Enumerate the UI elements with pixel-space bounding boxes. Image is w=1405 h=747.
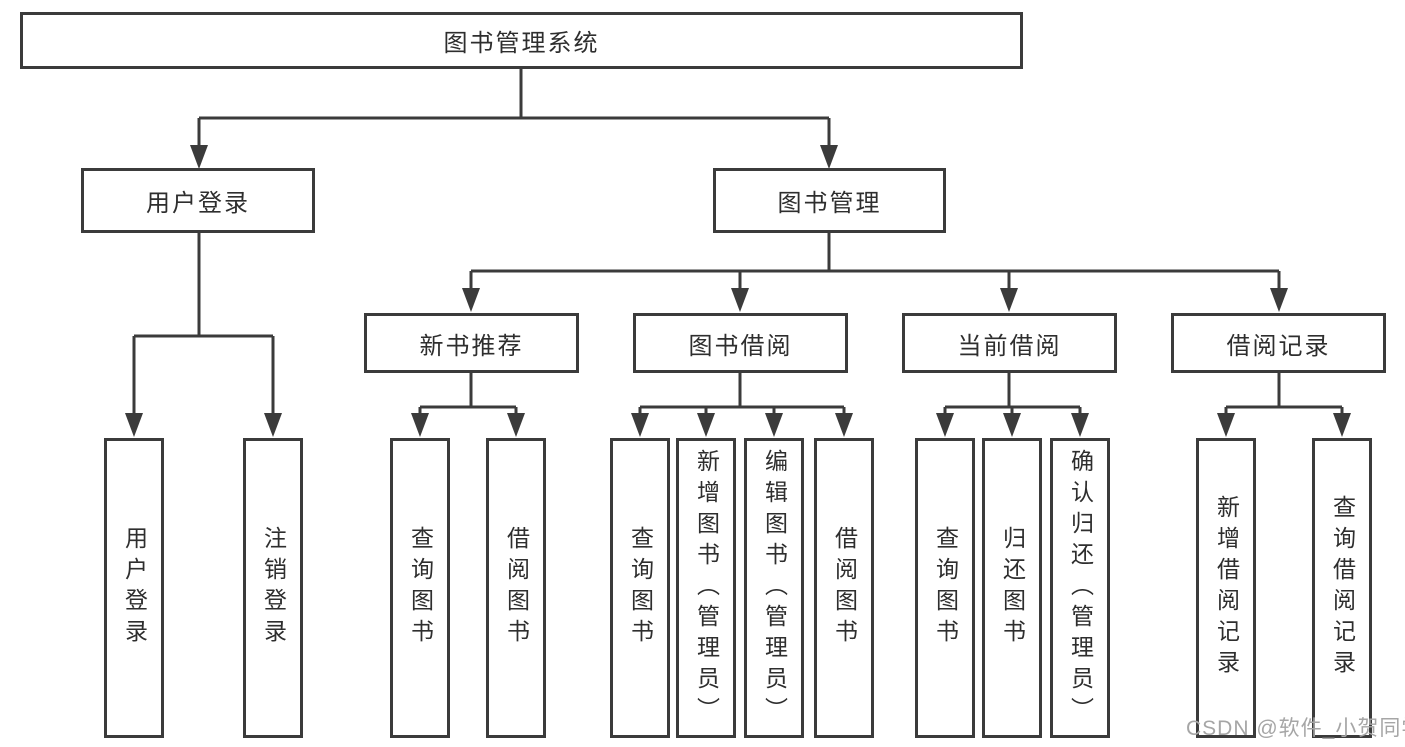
leaf-query-borrow-record: 查询借阅记录: [1312, 438, 1372, 738]
node-library-management-system: 图书管理系统: [20, 12, 1023, 69]
leaf-add-borrow-record: 新增借阅记录: [1196, 438, 1256, 738]
node-book-management: 图书管理: [713, 168, 946, 233]
leaf-confirm-return-admin: 确认归还（管理员）: [1050, 438, 1110, 738]
leaf-user-login: 用户登录: [104, 438, 164, 738]
leaf-return-books: 归还图书: [982, 438, 1042, 738]
leaf-borrow-books-recommend: 借阅图书: [486, 438, 546, 738]
leaf-query-books-current: 查询图书: [915, 438, 975, 738]
watermark-csdn: CSDN @软件_小贺同学: [1186, 717, 1405, 740]
leaf-borrow-books: 借阅图书: [814, 438, 874, 738]
leaf-query-books-borrowing: 查询图书: [610, 438, 670, 738]
leaf-query-books-recommend: 查询图书: [390, 438, 450, 738]
node-borrowing-records: 借阅记录: [1171, 313, 1386, 373]
leaf-edit-books-admin: 编辑图书（管理员）: [744, 438, 804, 738]
node-user-login: 用户登录: [81, 168, 315, 233]
leaf-add-books-admin: 新增图书（管理员）: [676, 438, 736, 738]
node-book-borrowing: 图书借阅: [633, 313, 848, 373]
leaf-logout: 注销登录: [243, 438, 303, 738]
node-new-book-recommendation: 新书推荐: [364, 313, 579, 373]
node-current-borrowing: 当前借阅: [902, 313, 1117, 373]
